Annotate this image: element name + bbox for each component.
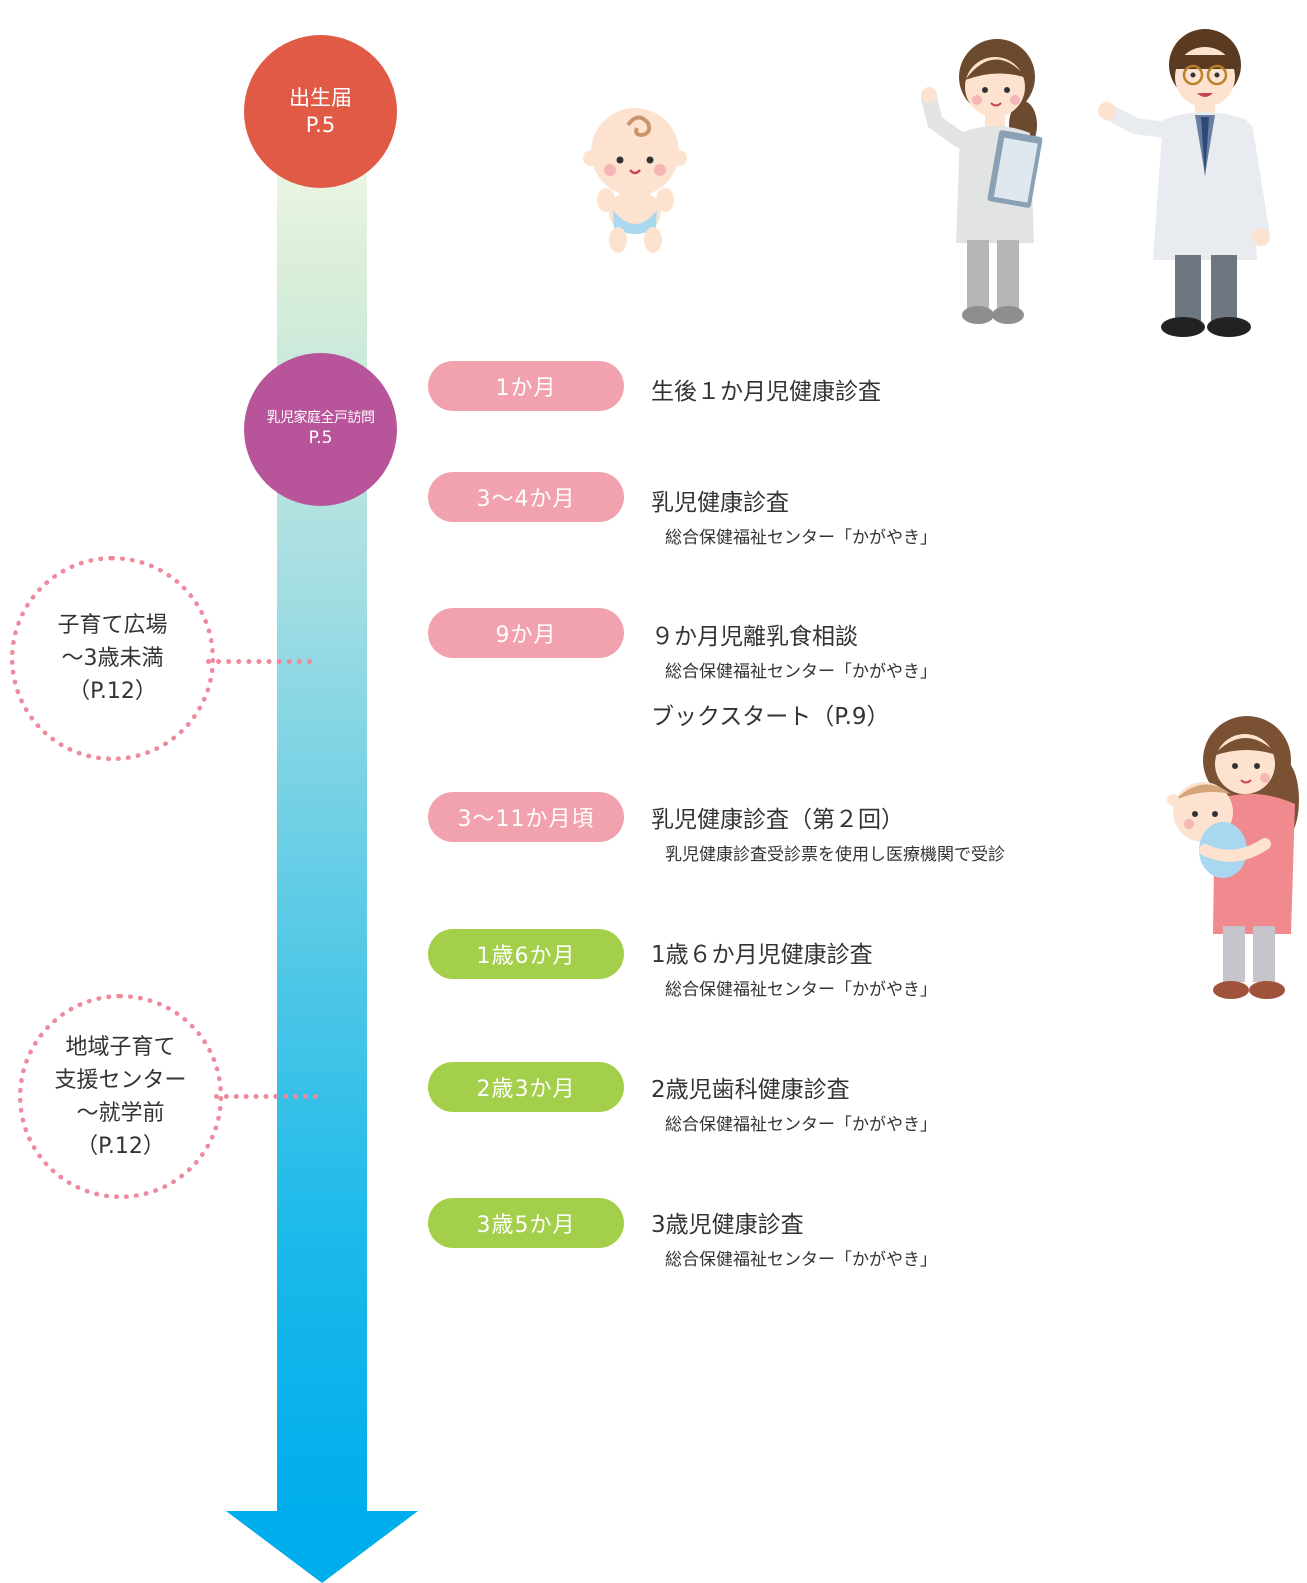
- side-note-line: ～就学前: [76, 1100, 165, 1126]
- home-visit-circle: 乳児家庭全戸訪問 P.5: [244, 353, 397, 506]
- event-location: 総合保健福祉センター「かがやき」: [665, 1115, 937, 1135]
- event-extra: ブックスタート（P.9）: [651, 704, 890, 730]
- event-location: 総合保健福祉センター「かがやき」: [665, 980, 937, 1000]
- event-title: ９か月児離乳食相談: [651, 624, 858, 650]
- age-pill-3y5m: 3歳5か月: [428, 1198, 624, 1248]
- mother-holding-baby-illustration: [1167, 716, 1299, 999]
- event-location: 総合保健福祉センター「かがやき」: [665, 1250, 937, 1270]
- home-visit-label: 乳児家庭全戸訪問: [266, 410, 376, 427]
- side-note-connector: [206, 659, 312, 664]
- event-title: 乳児健康診査（第２回）: [651, 807, 904, 833]
- event-location: 総合保健福祉センター「かがやき」: [665, 662, 937, 682]
- side-note-line: （P.12）: [76, 1133, 165, 1159]
- birth-label: 出生届: [289, 86, 352, 111]
- event-title: 乳児健康診査: [651, 490, 789, 516]
- side-note-line: （P.12）: [68, 679, 157, 704]
- age-pill-1m: 1か月: [428, 361, 624, 411]
- doctor-illustration: [1098, 29, 1270, 337]
- side-note-kosodate-hiroba: 子育て広場 ～3歳未満 （P.12）: [10, 556, 215, 761]
- event-title: 生後１か月児健康診査: [651, 379, 881, 405]
- birth-page: P.5: [305, 112, 336, 137]
- nurse-illustration: [921, 39, 1043, 324]
- side-note-line: 地域子育て: [65, 1034, 176, 1060]
- home-visit-page: P.5: [308, 427, 333, 448]
- age-pill-3-4m: 3～4か月: [428, 472, 624, 522]
- side-note-line: ～3歳未満: [61, 646, 164, 671]
- age-pill-3-11m: 3～11か月頃: [428, 792, 624, 842]
- side-note-connector: [214, 1094, 318, 1099]
- event-location: 乳児健康診査受診票を使用し医療機関で受診: [665, 845, 1005, 865]
- side-note-support-center: 地域子育て 支援センター ～就学前 （P.12）: [18, 994, 223, 1199]
- baby-illustration: [583, 108, 687, 253]
- age-pill-2y3m: 2歳3か月: [428, 1062, 624, 1112]
- event-title: 3歳児健康診査: [651, 1212, 804, 1238]
- side-note-line: 支援センター: [54, 1067, 187, 1093]
- event-title: 1歳６か月児健康診査: [651, 942, 873, 968]
- age-pill-9m: 9か月: [428, 608, 624, 658]
- age-pill-1y6m: 1歳6か月: [428, 929, 624, 979]
- birth-registration-circle: 出生届 P.5: [244, 35, 397, 188]
- event-location: 総合保健福祉センター「かがやき」: [665, 528, 937, 548]
- timeline-arrowhead: [226, 1511, 418, 1583]
- side-note-line: 子育て広場: [57, 613, 168, 638]
- event-title: 2歳児歯科健康診査: [651, 1077, 850, 1103]
